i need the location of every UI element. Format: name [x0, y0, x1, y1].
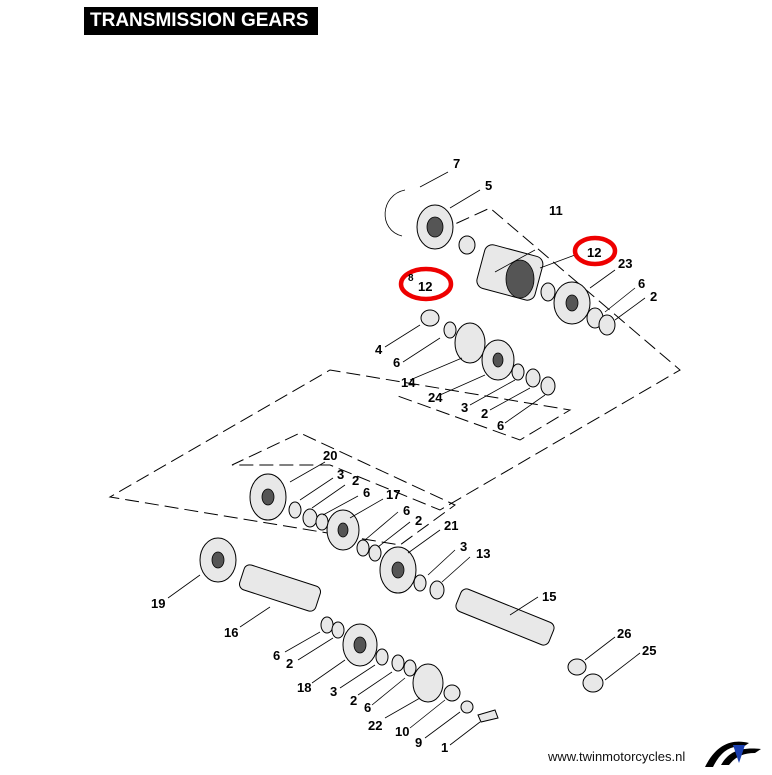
- callout-20: 20: [323, 448, 337, 463]
- washer-10: [443, 684, 461, 702]
- callout-6d: 6: [403, 503, 410, 518]
- callout-21: 21: [444, 518, 458, 533]
- clip-2e: [391, 654, 405, 672]
- bearing-3b: [288, 501, 302, 519]
- gear-14: [454, 322, 486, 364]
- callout-2b: 2: [352, 473, 359, 488]
- ring-13: [429, 580, 445, 600]
- highlight-circle-12-upper: [572, 235, 618, 267]
- retaining-ring-7: [384, 189, 406, 237]
- callout-2e: 2: [350, 693, 357, 708]
- callout-25: 25: [642, 643, 656, 658]
- twinmotorcycles-logo: [705, 741, 761, 767]
- callout-3c: 3: [460, 539, 467, 554]
- callout-2-top: 2: [650, 289, 657, 304]
- bearing-3c: [413, 574, 427, 592]
- washer-26: [567, 658, 587, 676]
- washer-6c: [315, 513, 329, 531]
- callout-15: 15: [542, 589, 556, 604]
- washer-6d: [356, 539, 370, 557]
- callout-17: 17: [386, 487, 400, 502]
- bearing-4: [420, 309, 440, 327]
- washer-6a: [443, 321, 457, 339]
- callout-6b: 6: [497, 418, 504, 433]
- bearing-3d: [375, 648, 389, 666]
- clip-2d: [331, 621, 345, 639]
- callout-13: 13: [476, 546, 490, 561]
- callout-6f: 6: [364, 700, 371, 715]
- highlight-circle-12-lower: [398, 266, 454, 302]
- callout-26: 26: [617, 626, 631, 641]
- washer-6e: [320, 616, 334, 634]
- callout-19: 19: [151, 596, 165, 611]
- washer-9: [460, 700, 474, 714]
- website-url: www.twinmotorcycles.nl: [548, 749, 686, 764]
- mainshaft-16: [239, 564, 321, 612]
- callout-3a: 3: [461, 400, 468, 415]
- callout-12-upper: 12: [587, 245, 601, 260]
- callout-10: 10: [395, 724, 409, 739]
- washer-6b: [540, 376, 556, 396]
- leader-lines: [167, 171, 646, 746]
- callout-4: 4: [375, 342, 383, 357]
- callout-8: 8: [408, 273, 414, 284]
- bearing-3a: [511, 363, 525, 381]
- clip-2b: [302, 508, 318, 528]
- callout-12-lower: 12: [418, 279, 432, 294]
- callout-11: 11: [549, 203, 563, 218]
- callout-3b: 3: [337, 467, 344, 482]
- clip-2a: [525, 368, 541, 388]
- upper-assembly-outline: [108, 207, 681, 546]
- callout-22: 22: [368, 718, 382, 733]
- washer-6f: [403, 659, 417, 677]
- callout-5: 5: [485, 178, 492, 193]
- gear-22: [412, 663, 444, 703]
- callout-6-top: 6: [638, 276, 645, 291]
- callout-18: 18: [297, 680, 311, 695]
- clip-2c: [368, 544, 382, 562]
- bearing-race: [458, 235, 476, 255]
- callout-2c: 2: [415, 513, 422, 528]
- nut-25: [582, 673, 604, 693]
- callout-3d: 3: [330, 684, 337, 699]
- callout-14: 14: [401, 375, 416, 390]
- callout-2d: 2: [286, 656, 293, 671]
- callout-6c: 6: [363, 485, 370, 500]
- bearing-12: [540, 282, 556, 302]
- mainshaft-15: [455, 588, 555, 646]
- screw-1: [477, 709, 499, 723]
- callout-9: 9: [415, 735, 422, 750]
- callout-23: 23: [618, 256, 632, 271]
- callout-1: 1: [441, 740, 448, 755]
- callout-6a: 6: [393, 355, 400, 370]
- callout-7: 7: [453, 156, 460, 171]
- callout-24: 24: [428, 390, 443, 405]
- callout-2a: 2: [481, 406, 488, 421]
- clip-2-top: [598, 314, 616, 336]
- callout-16: 16: [224, 625, 238, 640]
- page-title: TRANSMISSION GEARS: [84, 7, 318, 35]
- callout-6e: 6: [273, 648, 280, 663]
